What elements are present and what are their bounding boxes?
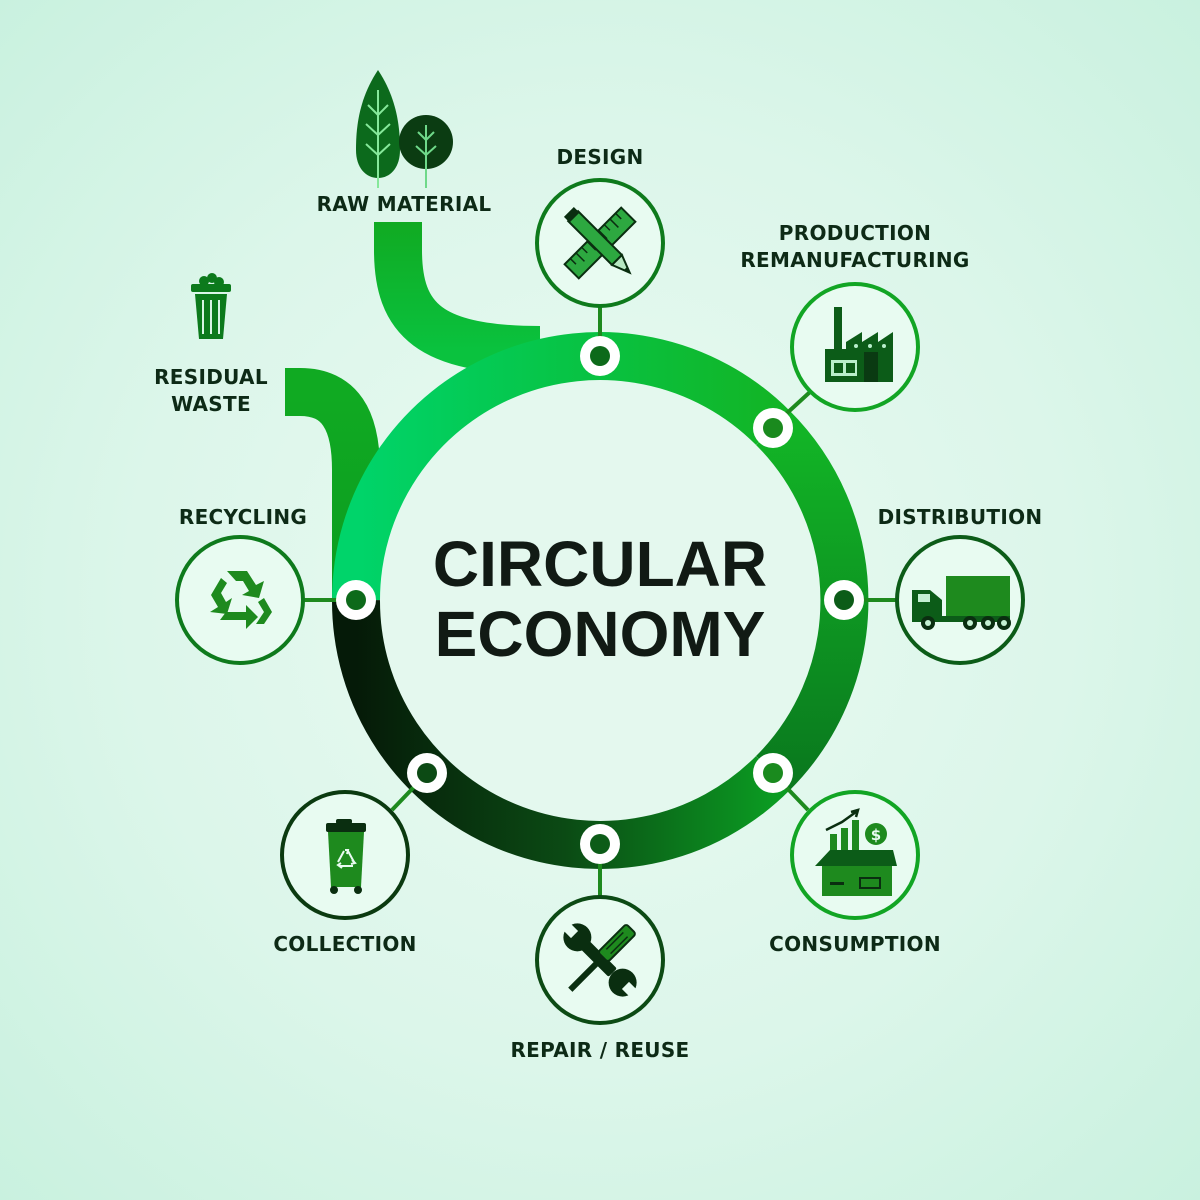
label-consumption: CONSUMPTION (769, 932, 941, 956)
ring-arc-bottom (331, 599, 790, 869)
pencil-ruler-icon (563, 206, 637, 280)
connector-stems (304, 306, 898, 896)
recycle-bin-icon (326, 819, 366, 894)
label-distribution: DISTRIBUTION (878, 505, 1043, 529)
recycle-icon (210, 571, 272, 629)
trash-can-icon (191, 273, 231, 339)
raw-material-flow-band (374, 222, 541, 374)
residual-waste-flow-band (285, 368, 380, 600)
label-residual-waste-line2: WASTE (171, 392, 251, 416)
svg-text:$: $ (871, 826, 881, 844)
label-design: DESIGN (556, 145, 643, 169)
factory-icon (825, 307, 893, 382)
wrench-screwdriver-icon (559, 919, 641, 1001)
label-recycling: RECYCLING (179, 505, 307, 529)
junction-nodes (336, 336, 864, 864)
recycling-circle (175, 535, 305, 665)
label-raw-material: RAW MATERIAL (317, 192, 492, 216)
label-collection: COLLECTION (273, 932, 416, 956)
label-production-line1: PRODUCTION (779, 221, 931, 245)
shopping-box-icon: $ (815, 808, 897, 896)
trees-icon (356, 70, 453, 188)
truck-icon (912, 576, 1011, 630)
ring-arc-top (332, 332, 790, 601)
label-repair-reuse: REPAIR / REUSE (510, 1038, 689, 1062)
label-production-line2: REMANUFACTURING (740, 248, 969, 272)
ring-center (381, 381, 819, 819)
title-line2: ECONOMY (435, 598, 766, 670)
label-residual-waste-line1: RESIDUAL (154, 365, 268, 389)
title-line1: CIRCULAR (433, 528, 767, 600)
